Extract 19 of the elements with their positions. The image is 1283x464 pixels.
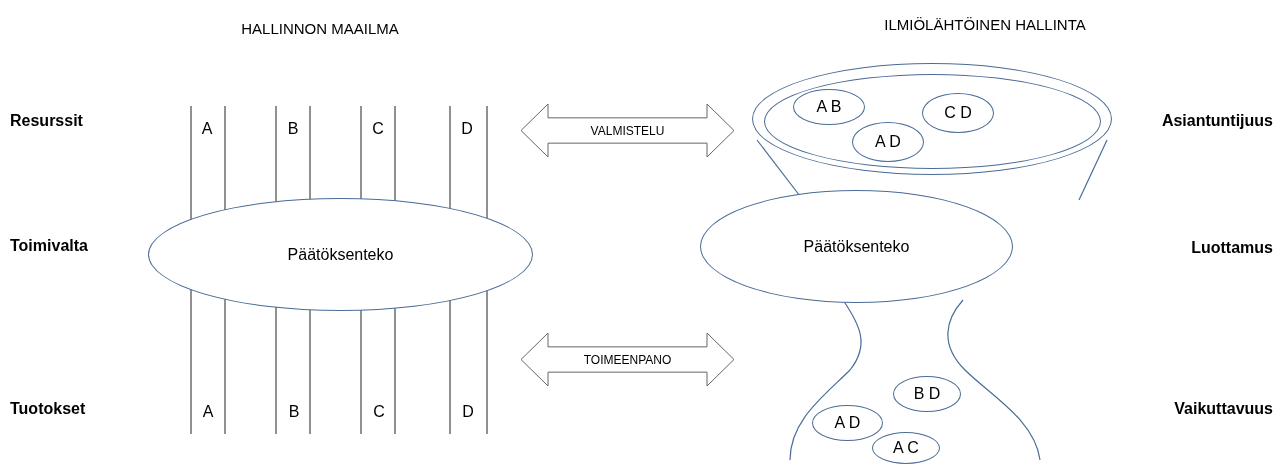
double-arrow <box>520 332 735 387</box>
node-label: A B <box>816 97 842 117</box>
double-arrow <box>520 103 735 158</box>
node-label: A C <box>893 438 919 458</box>
node-label: A D <box>875 132 901 152</box>
arrow-label: TOIMEENPANO <box>583 351 672 368</box>
arrow-label: VALMISTELU <box>590 122 665 139</box>
ellipse <box>893 376 961 412</box>
ellipse <box>764 74 1101 169</box>
node-label: Päätöksenteko <box>287 244 394 265</box>
ellipse <box>852 122 924 162</box>
ellipse <box>872 432 940 464</box>
ellipse <box>922 93 994 133</box>
node-label: C D <box>944 103 972 123</box>
node-label: Päätöksenteko <box>803 236 910 257</box>
node-label: A D <box>834 413 861 433</box>
node-label: B D <box>913 384 941 404</box>
ellipse <box>812 405 883 441</box>
ellipse <box>793 89 865 125</box>
